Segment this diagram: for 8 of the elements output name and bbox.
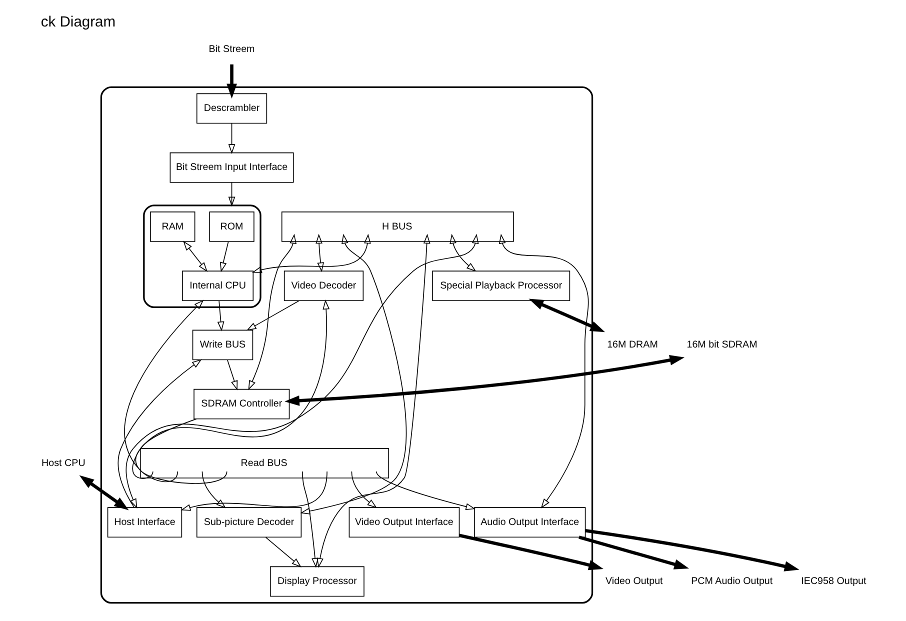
node-text: PCM Audio Output — [690, 576, 772, 588]
diagram-title: ck Diagram — [40, 14, 116, 31]
node-text: Host CPU — [41, 458, 85, 469]
node-text: IEC958 Output — [800, 576, 866, 588]
node-text: Video Output — [605, 576, 662, 588]
node-text: Bit Streem — [208, 44, 254, 55]
node-text: 16M bit SDRAM — [686, 340, 757, 351]
node-text: 16M DRAM — [606, 340, 658, 351]
